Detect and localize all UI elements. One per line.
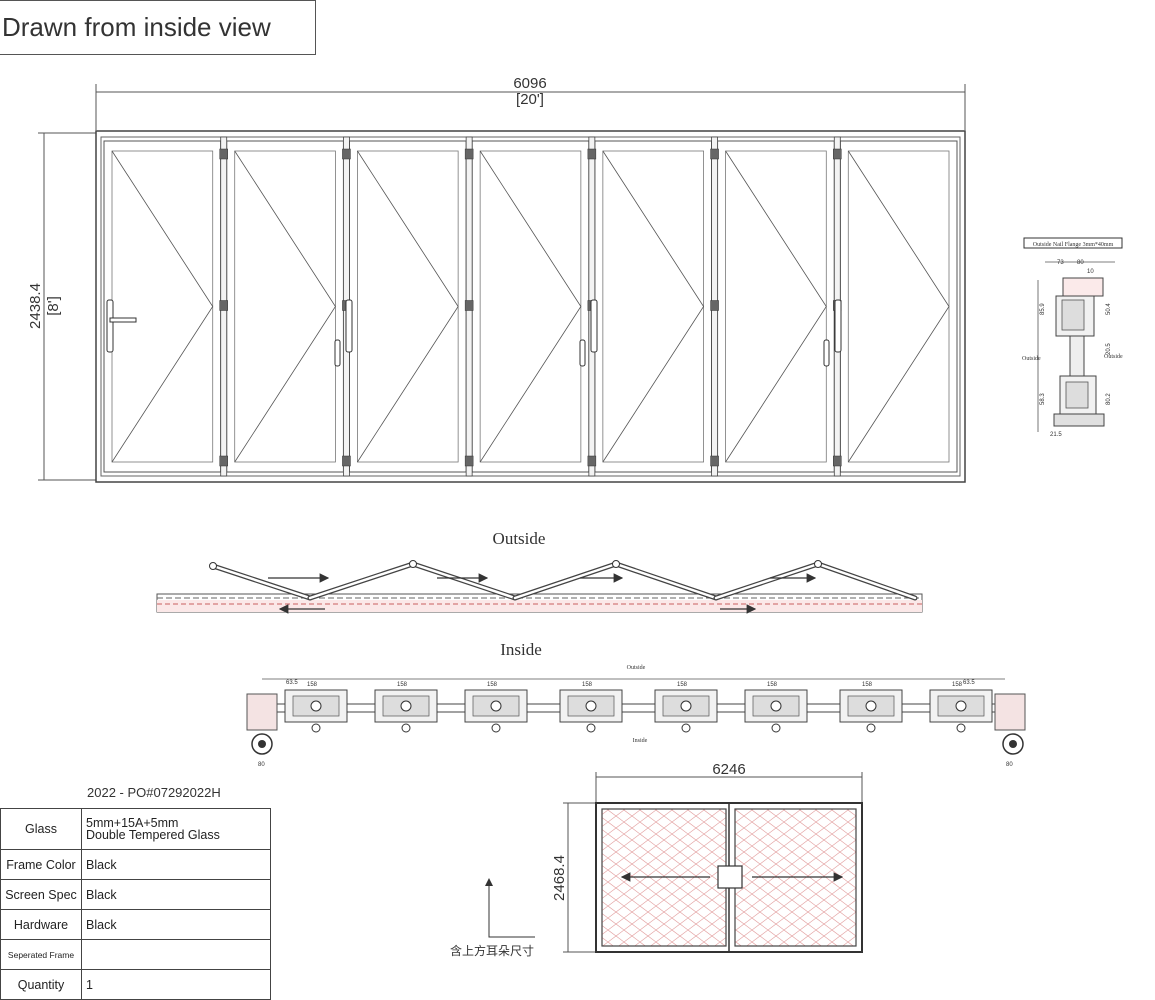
spec-key: Seperated Frame <box>0 939 82 970</box>
module-dim: 158 <box>677 682 688 688</box>
spec-row-hardware: Hardware Black <box>0 909 271 940</box>
spec-row-quantity: Quantity 1 <box>0 969 271 1000</box>
strip-inside-note: Inside <box>633 738 648 744</box>
frame-section-detail: Outside Nail Flange 3mm*40mm 73 80 10 85… <box>1022 237 1123 438</box>
module-dim: 158 <box>397 682 408 688</box>
spec-key: Frame Color <box>0 849 82 880</box>
section-side-left: Outside <box>1022 356 1041 362</box>
spec-key: Quantity <box>0 969 82 1000</box>
pivot-point <box>612 560 620 568</box>
section-dim: 10 <box>1087 269 1094 275</box>
spec-value: 5mm+15A+5mm Double Tempered Glass <box>81 808 271 850</box>
spec-row-frame-color: Frame Color Black <box>0 849 271 880</box>
pivot-point <box>409 560 417 568</box>
section-heading: Outside Nail Flange 3mm*40mm <box>1033 242 1114 248</box>
strip-left-dim: 63.5 <box>286 680 298 686</box>
section-dim: 21.5 <box>1050 432 1062 438</box>
spec-value: Black <box>81 909 271 940</box>
door-handle <box>106 299 137 353</box>
width-mm-label: 6096 <box>513 75 546 92</box>
strip-outside-note: Outside <box>627 665 646 671</box>
glass-line2: Double Tempered Glass <box>86 828 220 842</box>
section-dim: 50.4 <box>1106 303 1112 315</box>
bifold-door-elevation <box>95 130 966 483</box>
door-handle <box>334 339 341 367</box>
section-dim: 80 <box>1077 260 1084 266</box>
screen-height-label: 2468.4 <box>551 855 568 901</box>
width-dimension: 6096 [20'] <box>95 75 966 130</box>
door-handle <box>590 299 598 353</box>
module-dim: 158 <box>767 682 778 688</box>
screen-width-label: 6246 <box>712 761 745 778</box>
spec-row-glass: Glass 5mm+15A+5mm Double Tempered Glass <box>0 808 271 850</box>
section-dim: 73 <box>1057 260 1064 266</box>
spec-key: Screen Spec <box>0 879 82 910</box>
door-panel <box>587 136 713 477</box>
spec-value: 1 <box>81 969 271 1000</box>
pivot-point <box>814 560 822 568</box>
po-number: 2022 - PO#07292022H <box>87 785 221 800</box>
glass-line1: 5mm+15A+5mm <box>86 816 179 830</box>
pivot-point <box>209 562 217 570</box>
door-panel <box>710 136 835 477</box>
module-dim: 158 <box>307 682 318 688</box>
section-dim: 85.9 <box>1040 303 1046 315</box>
spec-row-separated-frame: Seperated Frame <box>0 939 271 970</box>
section-dim: 58.3 <box>1040 393 1046 405</box>
section-side-right: Outside <box>1104 354 1123 360</box>
strip-left-end-dim: 80 <box>258 762 265 768</box>
width-ft-label: [20'] <box>516 91 544 108</box>
door-panel <box>103 140 222 473</box>
outside-label: Outside <box>493 529 546 548</box>
door-panel <box>342 136 467 477</box>
profile-module: 158 <box>929 682 993 733</box>
folding-plan-view: Outside Inside <box>156 529 923 659</box>
height-mm-label: 2438.4 <box>27 283 44 329</box>
door-panel <box>219 136 344 477</box>
module-dim: 158 <box>862 682 873 688</box>
drawing-title: Drawn from inside view <box>0 0 316 55</box>
profile-module: 158 <box>559 682 623 733</box>
profile-module: 158 <box>839 682 903 733</box>
door-handle <box>823 339 830 367</box>
section-dim: 80.2 <box>1106 393 1112 405</box>
strip-right-dim: 63.5 <box>963 680 975 686</box>
profile-module: 158 <box>284 682 348 733</box>
module-dim: 158 <box>582 682 593 688</box>
door-panel <box>833 136 958 477</box>
strip-right-end-dim: 80 <box>1006 762 1013 768</box>
spec-table: Glass 5mm+15A+5mm Double Tempered Glass … <box>0 808 271 1000</box>
height-dimension: 2438.4 [8'] <box>27 132 96 481</box>
profile-module: 158 <box>654 682 718 733</box>
inside-label: Inside <box>500 640 542 659</box>
spec-value <box>81 939 271 970</box>
module-dim: 158 <box>952 682 963 688</box>
profile-module: 158 <box>464 682 528 733</box>
module-dim: 158 <box>487 682 498 688</box>
door-handle <box>345 299 353 353</box>
door-panel <box>464 136 590 477</box>
door-handle <box>834 299 842 353</box>
spec-key: Hardware <box>0 909 82 940</box>
spec-value: Black <box>81 849 271 880</box>
spec-row-screen-spec: Screen Spec Black <box>0 879 271 910</box>
screen-elevation: 6246 2468.4 含上方耳朵尺寸 <box>450 761 863 958</box>
screen-note: 含上方耳朵尺寸 <box>450 943 534 958</box>
profile-module: 158 <box>744 682 808 733</box>
spec-key: Glass <box>0 808 82 850</box>
section-dim: 20.5 <box>1106 343 1112 355</box>
profile-module: 158 <box>374 682 438 733</box>
height-ft-label: [8'] <box>45 296 62 316</box>
door-handle <box>579 339 586 367</box>
spec-value: Black <box>81 879 271 910</box>
